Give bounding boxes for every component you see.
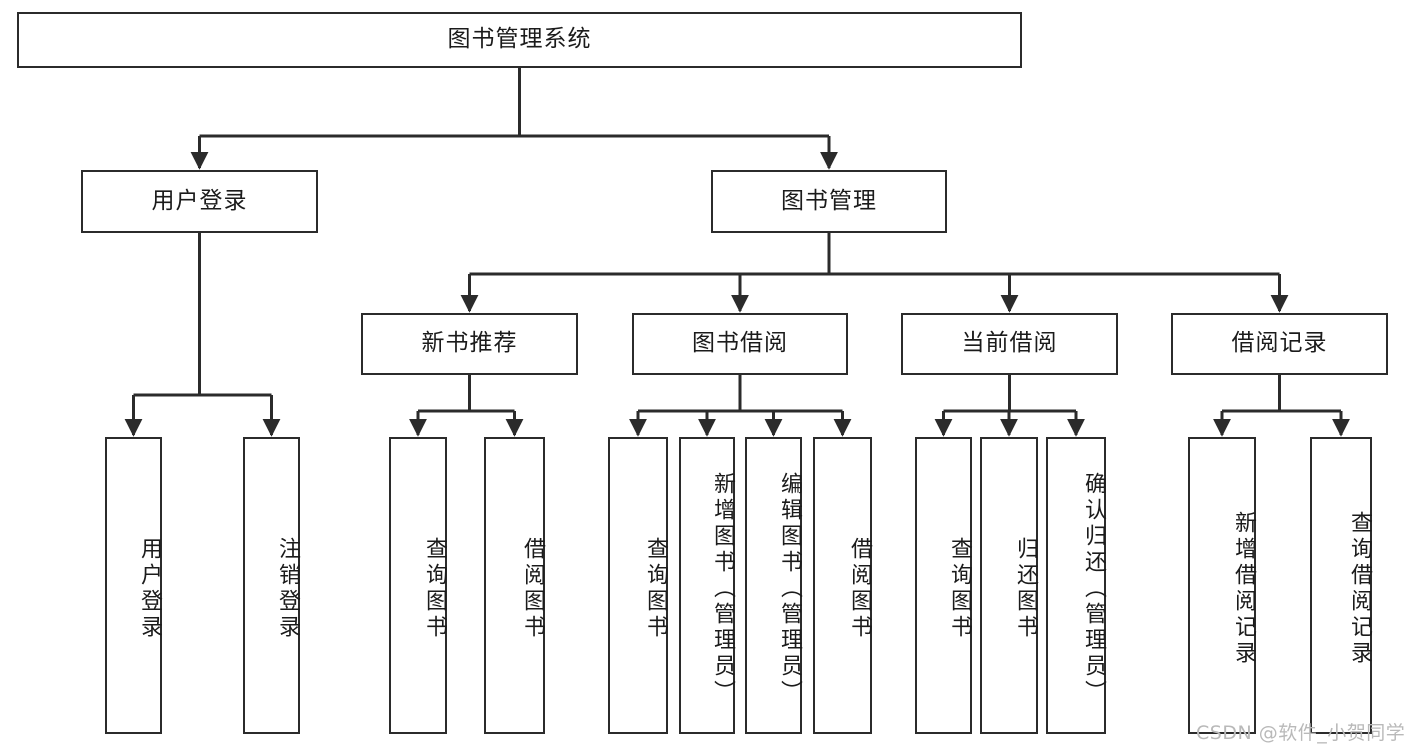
node-borrow-record[interactable]: 借阅记录	[1171, 313, 1388, 375]
node-label: 查询借阅记录	[1347, 510, 1372, 667]
node-label: 用户登录	[151, 187, 248, 214]
node-leaf-confirm-return-admin[interactable]: 确认归还（管理员）	[1046, 437, 1106, 734]
node-label: 确认归还（管理员）	[1081, 471, 1106, 706]
node-leaf-query-book-3[interactable]: 查询图书	[915, 437, 972, 734]
node-label: 归还图书	[1013, 536, 1038, 641]
node-leaf-return-book[interactable]: 归还图书	[980, 437, 1038, 734]
node-label: 新增借阅记录	[1231, 510, 1256, 667]
node-label: 借阅图书	[520, 536, 545, 641]
node-leaf-edit-book-admin[interactable]: 编辑图书（管理员）	[745, 437, 802, 734]
node-root[interactable]: 图书管理系统	[17, 12, 1022, 68]
node-book-manage[interactable]: 图书管理	[711, 170, 947, 233]
node-new-book-recommend[interactable]: 新书推荐	[361, 313, 578, 375]
node-label: 图书借阅	[692, 330, 788, 357]
node-label: 新书推荐	[421, 330, 518, 357]
node-label: 借阅记录	[1231, 330, 1328, 357]
node-leaf-user-login[interactable]: 用户登录	[105, 437, 162, 734]
node-leaf-query-borrow-record[interactable]: 查询借阅记录	[1310, 437, 1372, 734]
node-label: 借阅图书	[847, 536, 872, 641]
node-book-borrow[interactable]: 图书借阅	[632, 313, 848, 375]
node-leaf-query-book-1[interactable]: 查询图书	[389, 437, 447, 734]
node-leaf-logout-login[interactable]: 注销登录	[243, 437, 300, 734]
node-user-login[interactable]: 用户登录	[81, 170, 318, 233]
node-label: 查询图书	[422, 536, 447, 641]
node-label: 查询图书	[947, 536, 972, 641]
csdn-watermark: CSDN @软件_小贺同学	[1196, 722, 1405, 744]
node-leaf-borrow-book-2[interactable]: 借阅图书	[813, 437, 872, 734]
node-label: 图书管理系统	[447, 26, 592, 53]
node-label: 编辑图书（管理员）	[777, 471, 802, 706]
node-label: 查询图书	[643, 536, 668, 641]
node-label: 当前借阅	[961, 330, 1058, 357]
node-leaf-query-book-2[interactable]: 查询图书	[608, 437, 668, 734]
node-leaf-borrow-book-1[interactable]: 借阅图书	[484, 437, 545, 734]
node-current-borrow[interactable]: 当前借阅	[901, 313, 1118, 375]
node-label: 图书管理	[781, 187, 877, 214]
node-label: 注销登录	[275, 536, 300, 641]
node-label: 新增图书（管理员）	[710, 471, 735, 706]
node-label: 用户登录	[137, 536, 162, 641]
node-leaf-add-borrow-record[interactable]: 新增借阅记录	[1188, 437, 1256, 734]
node-leaf-add-book-admin[interactable]: 新增图书（管理员）	[679, 437, 735, 734]
